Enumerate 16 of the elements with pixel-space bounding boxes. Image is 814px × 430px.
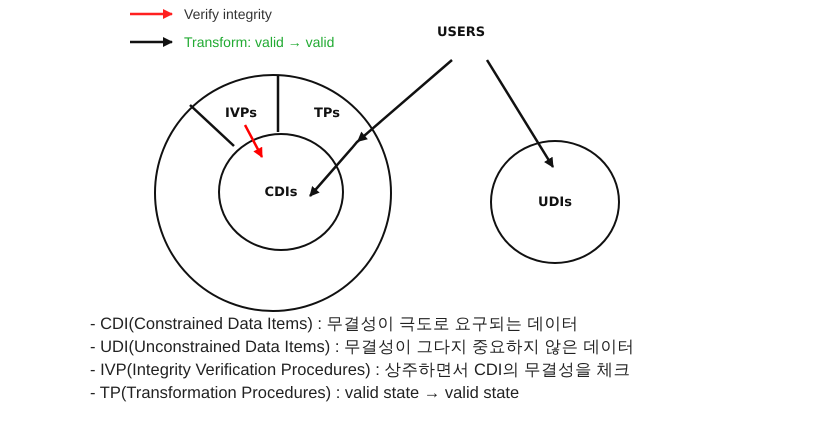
- outer-ring: [154, 74, 392, 312]
- node-label: IVPs: [225, 106, 257, 121]
- definition-note: - UDI(Unconstrained Data Items) : 무결성이 그다지 중요하지 않은 데이터: [90, 337, 634, 357]
- node-label: TPs: [314, 106, 340, 121]
- arrow: [486, 59, 554, 168]
- udi-circle: [490, 140, 620, 264]
- node-label: CDIs: [264, 184, 298, 200]
- arrow: [309, 59, 453, 197]
- node-label: USERS: [437, 25, 486, 40]
- node-label: UDIs: [538, 194, 572, 210]
- cdi-circle: [218, 133, 344, 251]
- definition-note: - CDI(Constrained Data Items) : 무결성이 극도로 요구되는 데이터: [90, 314, 580, 334]
- legend-label: Transform: valid → valid: [184, 34, 334, 50]
- definition-note: - TP(Transformation Procedures) : valid state → valid state: [90, 383, 520, 403]
- legend-label: Verify integrity: [184, 6, 272, 22]
- definition-note: - IVP(Integrity Verification Procedures) : 상주하면서 CDI의 무결성을 체크: [90, 360, 632, 380]
